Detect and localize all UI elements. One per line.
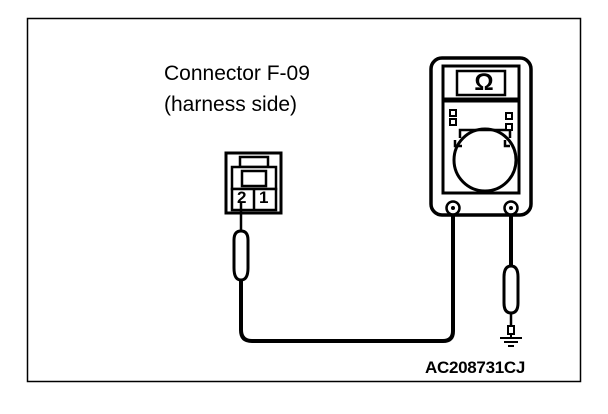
ohm-icon: Ω bbox=[474, 69, 494, 96]
ground-probe bbox=[502, 214, 520, 335]
connector-subtitle: (harness side) bbox=[164, 93, 298, 116]
figure-code: AC208731CJ bbox=[425, 358, 526, 377]
connector-probe bbox=[232, 203, 250, 282]
ground-icon bbox=[500, 334, 522, 347]
test-lead bbox=[239, 212, 455, 343]
connector-title: Connector F-09 bbox=[164, 62, 310, 85]
connector-f09 bbox=[224, 151, 283, 215]
ohmmeter bbox=[429, 56, 533, 217]
pin-label-1: 1 bbox=[259, 188, 269, 207]
figure-frame bbox=[26, 17, 582, 383]
pin-label-2: 2 bbox=[237, 188, 247, 207]
